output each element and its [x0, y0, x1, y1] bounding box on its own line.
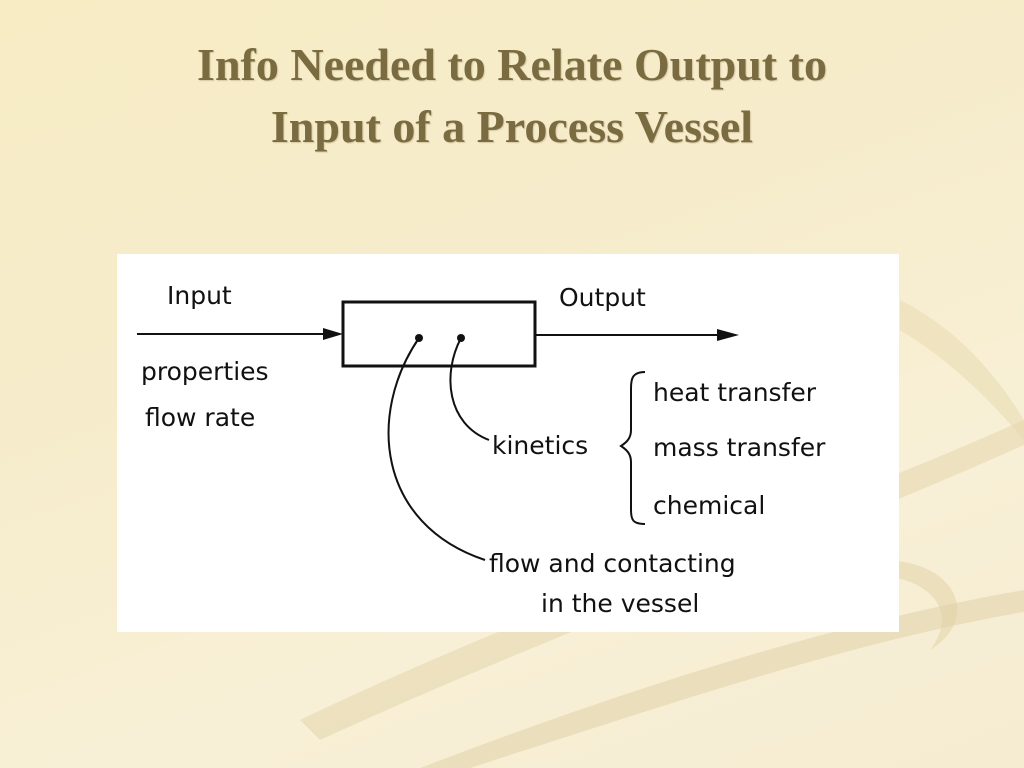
kinetics-item-mass-transfer: mass transfer	[653, 433, 826, 462]
flow-label-line-1: flow and contacting	[489, 549, 736, 578]
input-property-properties: properties	[141, 357, 269, 386]
vessel-box	[341, 300, 537, 368]
input-property-flow-rate: flow rate	[145, 403, 255, 432]
kinetics-item-heat-transfer: heat transfer	[653, 378, 817, 407]
flow-label-line-2: in the vessel	[541, 589, 699, 618]
kinetics-connector	[449, 337, 490, 441]
swoosh-upper	[900, 300, 1024, 440]
flow-connector	[387, 337, 486, 561]
input-arrowhead	[323, 328, 343, 340]
swoosh-lower	[420, 590, 1024, 768]
kinetics-item-chemical: chemical	[653, 491, 765, 520]
swoosh-curl	[880, 560, 958, 650]
title-line-1: Info Needed to Relate Output to	[197, 39, 827, 90]
title-line-2: Input of a Process Vessel	[270, 101, 754, 152]
output-label: Output	[559, 283, 646, 312]
slide-title: Info Needed to Relate Output to Input of…	[0, 34, 1024, 158]
kinetics-brace	[619, 371, 646, 525]
diagram-svg: Input Output properties flow rate kineti…	[137, 281, 826, 618]
kinetics-label: kinetics	[492, 431, 588, 460]
process-vessel-diagram: Input Output properties flow rate kineti…	[117, 254, 899, 632]
input-label: Input	[167, 281, 232, 310]
output-arrowhead	[717, 329, 739, 341]
